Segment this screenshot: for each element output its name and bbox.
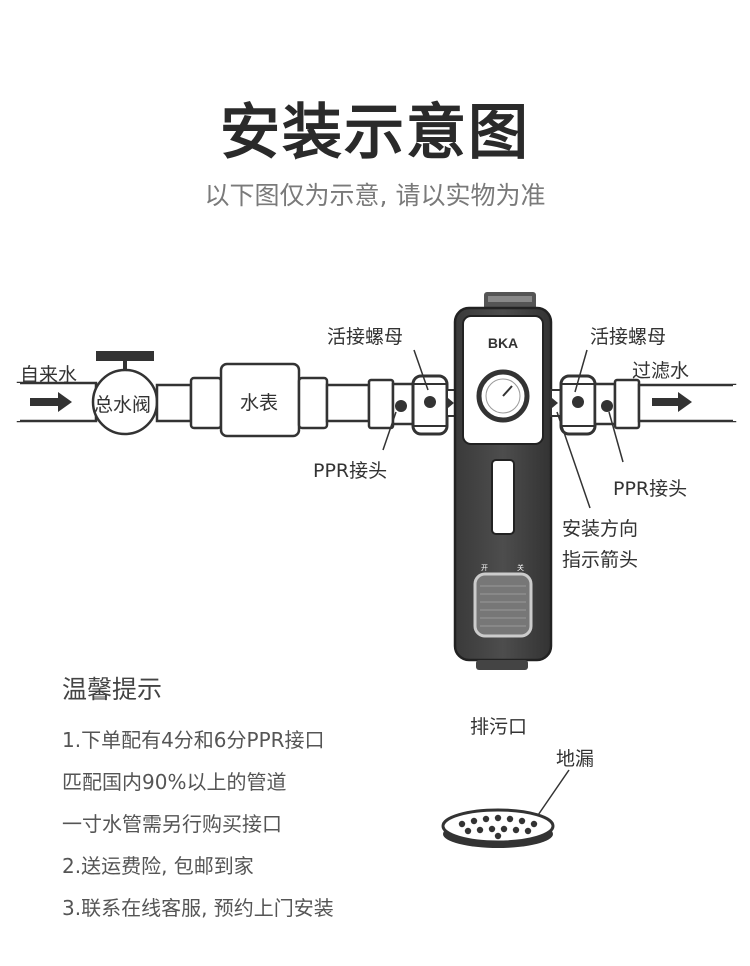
filter-unit: BKA 开 关 xyxy=(453,292,553,670)
drain-label: 排污口 xyxy=(470,716,528,738)
tip-item: 匹配国内90%以上的管道 xyxy=(62,770,287,794)
brand-logo: BKA xyxy=(488,335,518,351)
inlet-arrow-icon xyxy=(30,392,72,412)
direction-arrow-icon xyxy=(448,398,454,408)
outlet-pipe xyxy=(637,383,737,423)
switch-close-label: 关 xyxy=(517,563,524,572)
ppr-left-label: PPR接头 xyxy=(313,460,388,482)
nut-right-label: 活接螺母 xyxy=(590,326,667,348)
inlet-pipe xyxy=(16,381,98,423)
tip-item: 2.送运费险, 包邮到家 xyxy=(62,854,254,878)
drain-knob xyxy=(473,572,533,638)
floor-drain-label: 地漏 xyxy=(556,748,595,770)
ppr-right-label: PPR接头 xyxy=(613,478,688,500)
tip-item: 1.下单配有4分和6分PPR接口 xyxy=(62,728,325,752)
ppr-fitting-right xyxy=(593,378,641,430)
tip-item: 3.联系在线客服, 预约上门安装 xyxy=(62,896,334,920)
outlet-arrow-icon xyxy=(652,392,692,412)
nut-left-label: 活接螺母 xyxy=(327,326,404,348)
valve-label: 总水阀 xyxy=(94,394,152,416)
ppr-fitting-left xyxy=(367,378,415,430)
main-valve xyxy=(91,351,159,436)
union-nut-left xyxy=(411,374,458,436)
union-nut-right xyxy=(550,374,597,436)
leader-lines xyxy=(382,349,624,819)
direction-label-line1: 安装方向 xyxy=(562,518,639,540)
meter-label: 水表 xyxy=(240,392,279,414)
page-subtitle: 以下图仅为示意, 请以实物为准 xyxy=(204,181,546,210)
valve-handle-icon xyxy=(96,351,154,361)
switch-open-label: 开 xyxy=(481,564,488,572)
inlet-label: 自来水 xyxy=(20,364,78,386)
page-title: 安装示意图 xyxy=(220,98,530,168)
outlet-label: 过滤水 xyxy=(632,360,690,382)
direction-label-line2: 指示箭头 xyxy=(562,549,639,571)
tips-title: 温馨提示 xyxy=(62,675,163,704)
sight-window xyxy=(491,459,515,535)
floor-drain xyxy=(441,808,555,848)
tip-item: 一寸水管需另行购买接口 xyxy=(62,812,282,836)
